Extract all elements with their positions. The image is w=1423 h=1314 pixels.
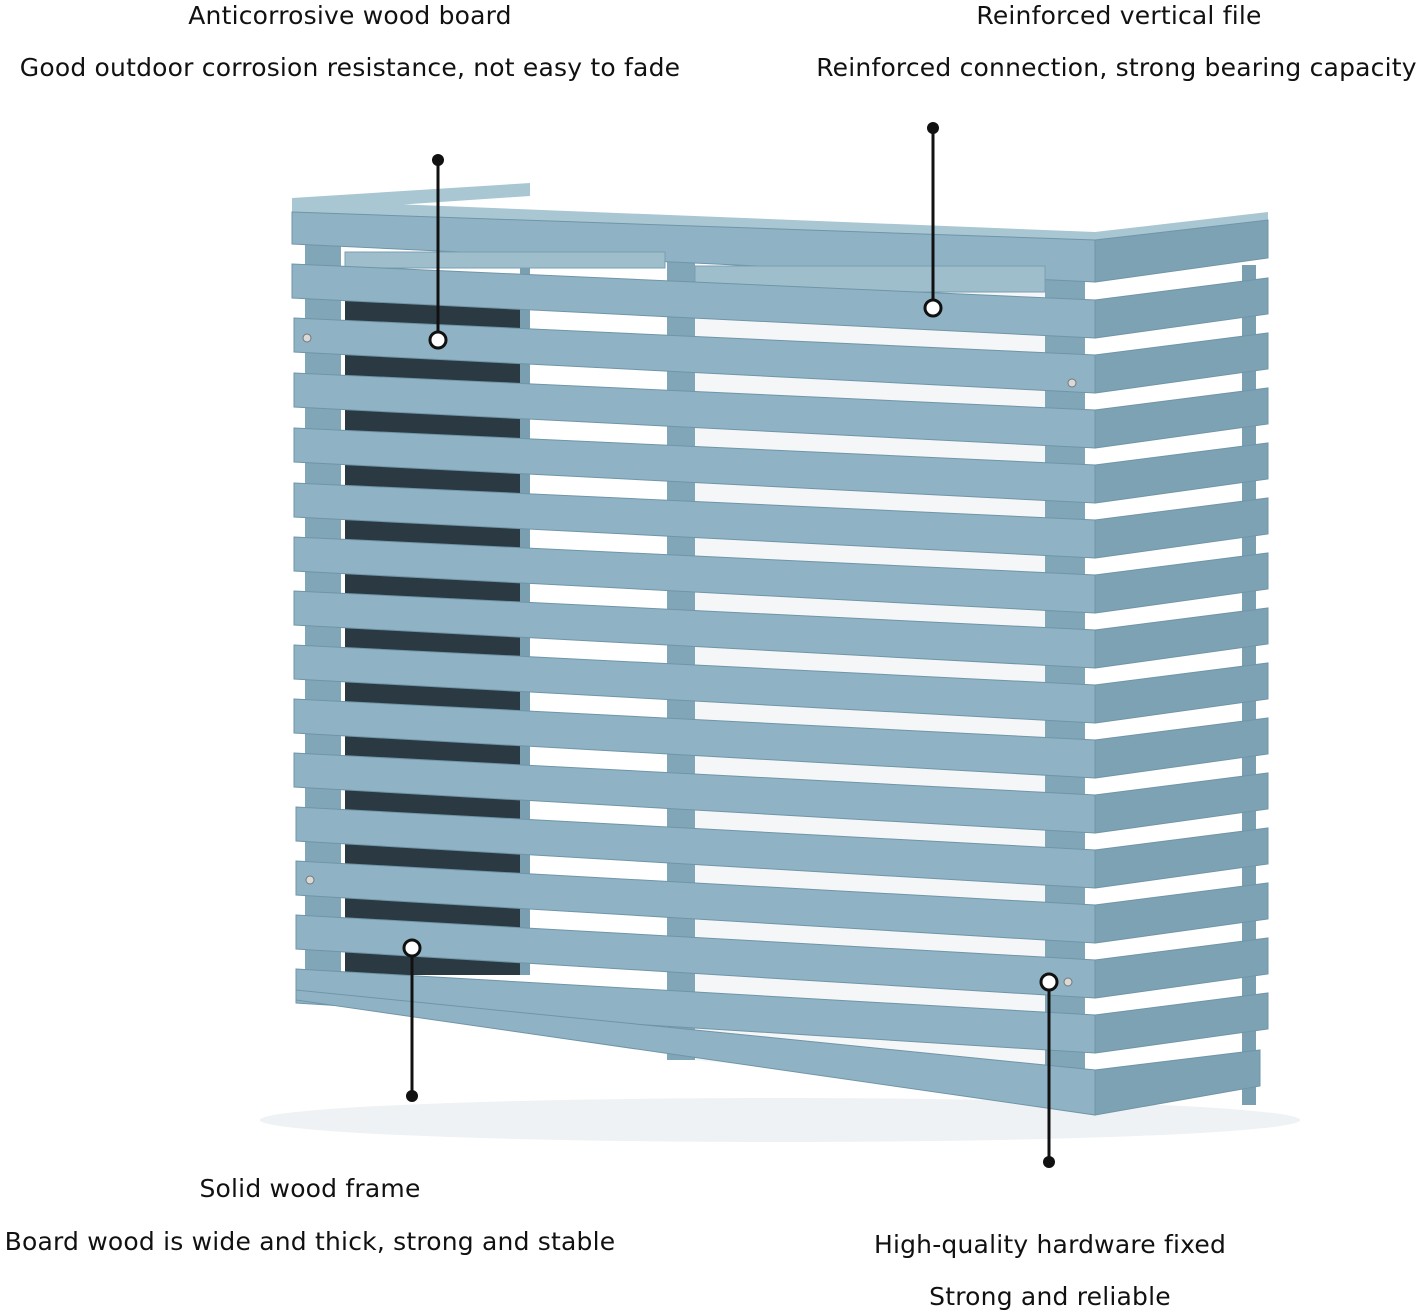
- callout-frame-title: Solid wood frame: [199, 1174, 421, 1203]
- callout-hardware-subtitle: Strong and reliable: [929, 1282, 1171, 1311]
- front-post-right: [1045, 258, 1085, 1088]
- side-slats: [1094, 277, 1269, 1116]
- callout-vertical-file-subtitle: Reinforced connection, strong bearing ca…: [816, 53, 1417, 82]
- callout-anchor-rings: [402, 298, 1059, 992]
- top-board-surface: [292, 200, 1268, 246]
- front-slats: [291, 263, 1096, 1116]
- callout-endpoints: [406, 122, 1055, 1168]
- callout-leaders: [410, 128, 1051, 1162]
- callout-frame-subtitle: Board wood is wide and thick, strong and…: [4, 1227, 616, 1256]
- top-board-side: [1094, 219, 1269, 283]
- floor-shadow: [260, 1098, 1300, 1142]
- top-inner-slats: [344, 251, 1046, 293]
- front-post-middle: [667, 250, 695, 1060]
- callout-hardware-title: High-quality hardware fixed: [873, 1230, 1227, 1259]
- callout-vertical-file-title: Reinforced vertical file: [976, 1, 1262, 30]
- callout-anticorrosive-subtitle: Good outdoor corrosion resistance, not e…: [19, 53, 681, 82]
- screws: [302, 333, 1077, 987]
- callout-anticorrosive-title: Anticorrosive wood board: [188, 1, 512, 30]
